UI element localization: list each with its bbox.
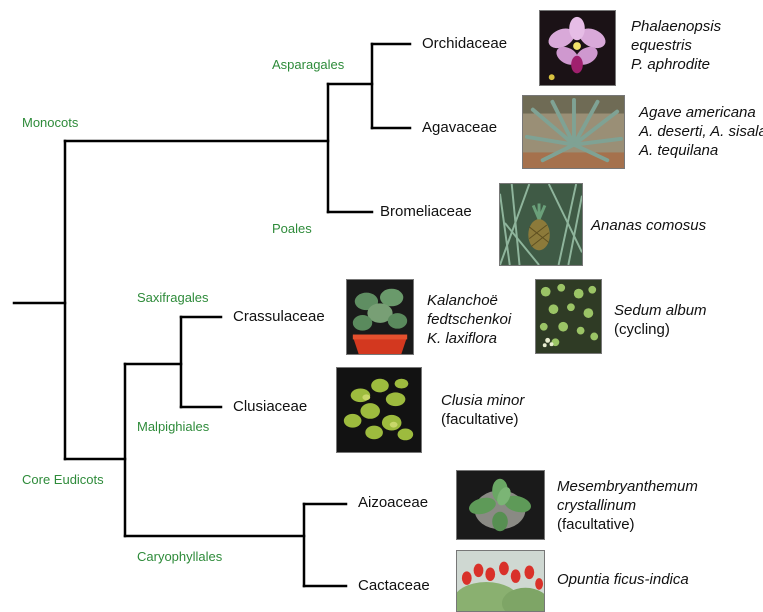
family-label-agavaceae: Agavaceae	[422, 119, 497, 136]
clade-label-asparagales: Asparagales	[272, 57, 344, 72]
family-label-clusiaceae: Clusiaceae	[233, 398, 307, 415]
pineapple-photo	[499, 183, 583, 266]
species-label-pineapple: Ananas comosus	[591, 216, 706, 235]
mesembryanthemum-photo	[456, 470, 545, 540]
family-label-bromeliaceae: Bromeliaceae	[380, 203, 472, 220]
clade-label-monocots: Monocots	[22, 115, 78, 130]
clade-label-malpighiales: Malpighiales	[137, 419, 209, 434]
orchid-photo	[539, 10, 616, 86]
species-label-agave: Agave americana A. deserti, A. sisalana …	[639, 103, 763, 160]
species-label-kalanchoe: Kalanchoë fedtschenkoi K. laxiflora	[427, 291, 511, 348]
species-label-clusia: Clusia minor (facultative)	[441, 391, 524, 429]
species-label-mesembryanthemum: Mesembryanthemum crystallinum (facultati…	[557, 477, 698, 534]
family-label-orchidaceae: Orchidaceae	[422, 35, 507, 52]
family-label-cactaceae: Cactaceae	[358, 577, 430, 594]
clade-label-saxifragales: Saxifragales	[137, 290, 209, 305]
clusia-photo	[336, 367, 422, 453]
clade-label-core-eudicots: Core Eudicots	[22, 472, 104, 487]
family-label-aizoaceae: Aizoaceae	[358, 494, 428, 511]
clade-label-caryophyllales: Caryophyllales	[137, 549, 222, 564]
opuntia-photo	[456, 550, 545, 612]
agave-photo	[522, 95, 625, 169]
sedum-photo	[535, 279, 602, 354]
species-label-sedum: Sedum album (cycling)	[614, 301, 707, 339]
family-label-crassulaceae: Crassulaceae	[233, 308, 325, 325]
kalanchoe-photo	[346, 279, 414, 355]
species-label-opuntia: Opuntia ficus-indica	[557, 570, 689, 589]
clade-label-poales: Poales	[272, 221, 312, 236]
species-label-orchid: Phalaenopsis equestris P. aphrodite	[631, 17, 721, 74]
